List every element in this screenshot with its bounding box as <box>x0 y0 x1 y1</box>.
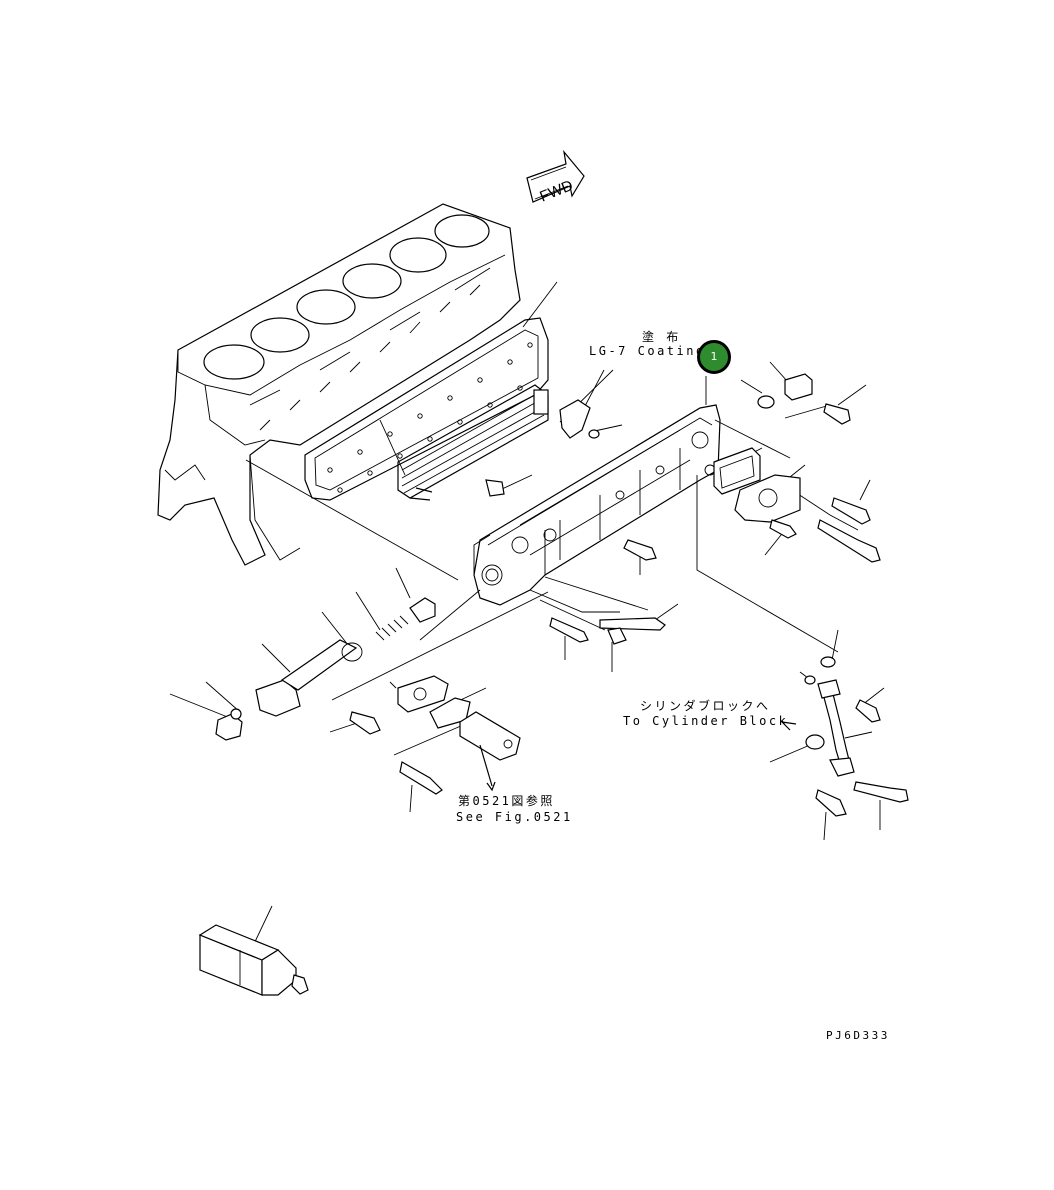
cylinder-block <box>157 203 521 566</box>
cylinder-block-label-jp: シリンダブロックへ <box>640 699 771 713</box>
oil-cooler-gasket <box>304 317 549 501</box>
see-fig-label-jp: 第0521図参照 <box>458 794 555 808</box>
oil-cooler-element <box>397 384 549 501</box>
cylinder-block-label-en: To Cylinder Block <box>623 714 789 728</box>
part-callout-1[interactable]: 1 <box>697 340 731 374</box>
coating-gasket <box>559 399 600 439</box>
fwd-label: FWD <box>537 177 575 206</box>
relief-valve-parts <box>215 597 436 741</box>
coating-label-jp: 塗 布 <box>642 330 681 344</box>
fwd-arrow: FWD <box>526 149 585 206</box>
figure-code: PJ6D333 <box>826 1029 890 1042</box>
bolts <box>349 403 909 817</box>
special-tool <box>198 924 309 996</box>
sensor-and-gasket <box>397 675 521 792</box>
oil-tube <box>780 656 855 777</box>
leader-lines <box>169 281 885 949</box>
see-fig-label-en: See Fig.0521 <box>456 810 573 824</box>
oil-cooler-cover <box>473 404 721 606</box>
coating-label-en: LG-7 Coating <box>589 344 706 358</box>
thermostat-housing-parts <box>713 373 813 523</box>
